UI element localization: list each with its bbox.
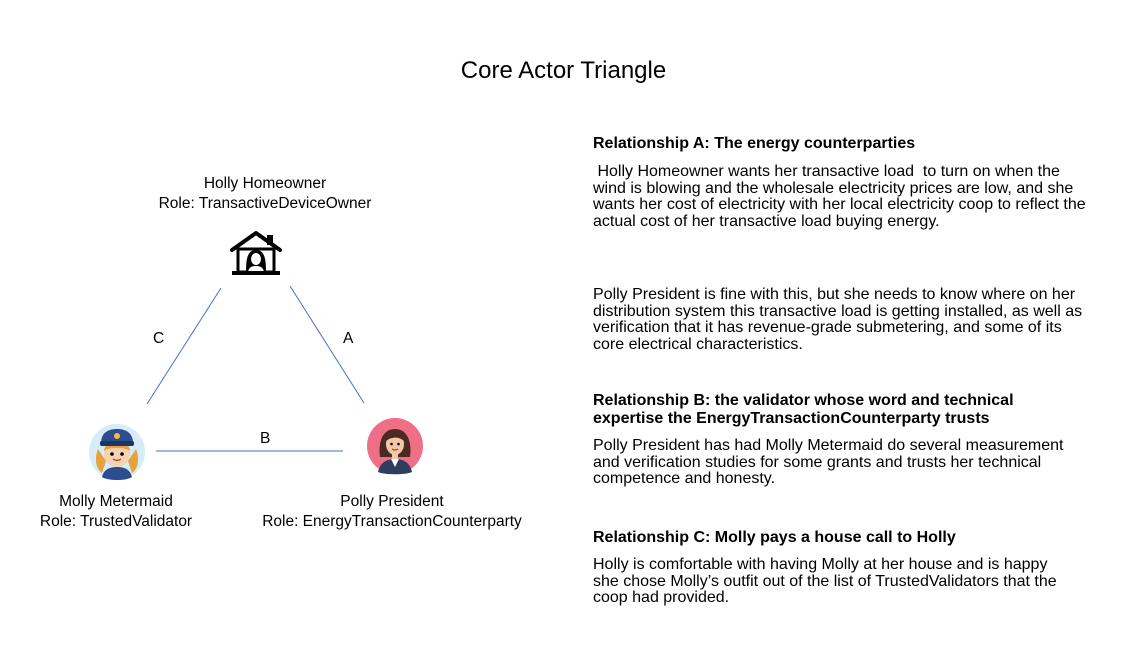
molly-name: Molly Metermaid bbox=[59, 493, 173, 510]
edge-b-label: B bbox=[260, 430, 271, 447]
relationship-c-heading: Relationship C: Molly pays a house call … bbox=[593, 529, 956, 546]
relationship-b-heading: Relationship B: the validator whose word… bbox=[593, 392, 1014, 427]
edge-c-label: C bbox=[153, 330, 165, 347]
edge-a-label: A bbox=[343, 330, 354, 347]
diagram-title: Core Actor Triangle bbox=[460, 57, 667, 84]
edge-a-line bbox=[289, 285, 365, 404]
relationship-a-heading: Relationship A: The energy counterpartie… bbox=[593, 135, 916, 152]
holly-role: Role: TransactiveDeviceOwner bbox=[158, 195, 372, 212]
relationship-b-paragraph: Polly President has had Molly Metermaid … bbox=[593, 437, 1064, 487]
molly-role: Role: TrustedValidator bbox=[39, 513, 193, 530]
holly-name: Holly Homeowner bbox=[203, 175, 327, 192]
relationship-a-paragraph-2: Polly President is fine with this, but s… bbox=[593, 286, 1083, 353]
polly-label: Polly President Role: EnergyTransactionC… bbox=[247, 492, 537, 532]
relationship-c-paragraph: Holly is comfortable with having Molly a… bbox=[593, 556, 1057, 606]
house-woman-icon bbox=[230, 231, 282, 275]
molly-label: Molly Metermaid Role: TrustedValidator bbox=[20, 492, 212, 532]
polly-role: Role: EnergyTransactionCounterparty bbox=[262, 513, 522, 530]
holly-label: Holly Homeowner Role: TransactiveDeviceO… bbox=[130, 174, 400, 214]
businesswoman-avatar-icon bbox=[367, 418, 423, 475]
edge-c-line bbox=[146, 287, 222, 405]
polly-name: Polly President bbox=[340, 493, 444, 510]
police-woman-avatar-icon bbox=[89, 424, 145, 480]
relationship-a-paragraph-1: Holly Homeowner wants her transactive lo… bbox=[593, 163, 1091, 230]
